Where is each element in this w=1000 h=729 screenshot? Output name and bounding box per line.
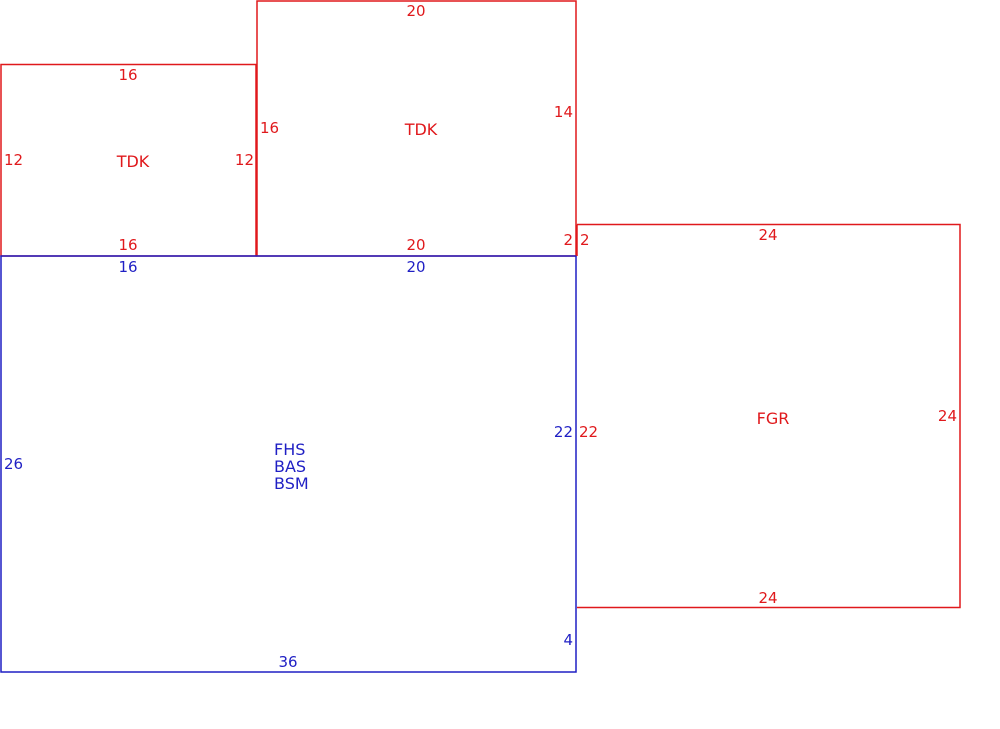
fgr-code: FGR bbox=[757, 409, 790, 428]
main-code-1: FHS bbox=[274, 440, 305, 459]
tdk-left-right-dim: 12 bbox=[235, 151, 254, 169]
tdk-left-left-dim: 12 bbox=[4, 151, 23, 169]
fgr-bottom-dim: 24 bbox=[758, 589, 777, 607]
tdk-upper-corner-dim: 2 bbox=[563, 231, 573, 249]
fgr-left-dim: 22 bbox=[579, 423, 598, 441]
tdk-upper-code: TDK bbox=[404, 120, 438, 139]
tdk-left-top-dim: 16 bbox=[118, 66, 137, 84]
tdk-left-bottom-dim: 16 bbox=[118, 236, 137, 254]
main-left-dim: 26 bbox=[4, 455, 23, 473]
tdk-upper-right-dim: 14 bbox=[554, 103, 573, 121]
main-room: 16 20 26 22 4 36 FHS BAS BSM bbox=[0, 255, 577, 673]
fgr-room: FGR 2 24 22 24 24 bbox=[576, 223, 961, 609]
tdk-upper-top-dim: 20 bbox=[406, 2, 425, 20]
fgr-outline bbox=[577, 223, 961, 609]
tdk-upper-bottom-dim: 20 bbox=[406, 236, 425, 254]
tdk-upper-left-dim: 16 bbox=[260, 119, 279, 137]
main-bottom-dim: 36 bbox=[278, 653, 297, 671]
main-right-dim: 22 bbox=[554, 423, 573, 441]
main-code-2: BAS bbox=[274, 457, 306, 476]
fgr-corner-dim: 2 bbox=[580, 231, 590, 249]
fgr-right-dim: 24 bbox=[938, 407, 957, 425]
tdk-left-room: TDK 16 12 12 16 bbox=[0, 63, 257, 257]
main-top-right-dim: 20 bbox=[406, 258, 425, 276]
tdk-left-code: TDK bbox=[116, 152, 150, 171]
main-top-left-dim: 16 bbox=[118, 258, 137, 276]
fgr-top-dim: 24 bbox=[758, 226, 777, 244]
main-room-outline bbox=[0, 255, 577, 673]
main-code-3: BSM bbox=[274, 474, 309, 493]
main-right-lower-dim: 4 bbox=[563, 631, 573, 649]
tdk-upper-room: TDK 20 16 14 20 2 bbox=[256, 0, 577, 257]
